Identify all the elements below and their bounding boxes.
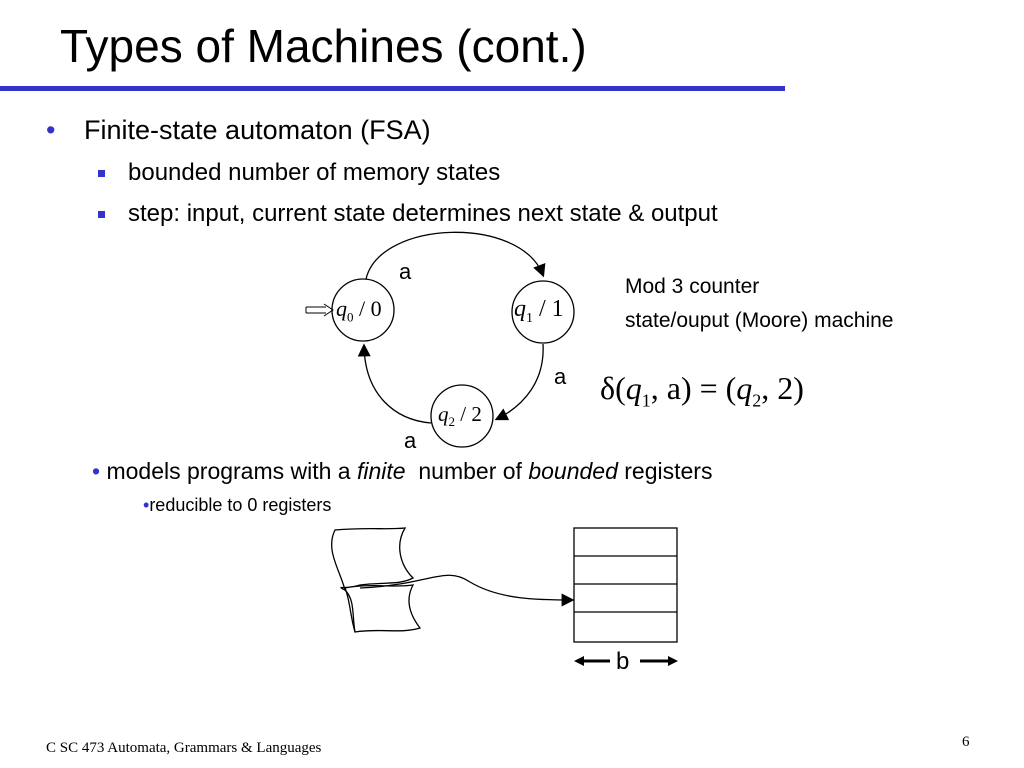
state-q0 [331, 278, 395, 342]
transition-label-q1-q2: a [554, 364, 567, 389]
bullet-fsa-text: Finite-state automaton (FSA) [84, 115, 431, 145]
bullet-dot-icon: • [143, 495, 150, 515]
start-arrow [305, 306, 326, 314]
transition-label-q0-q1: a [399, 259, 412, 284]
state-q0-label: q0 / 0 [336, 296, 382, 325]
transition-label-q2-q0: a [404, 428, 417, 453]
slide-title: Types of Machines (cont.) [60, 20, 587, 72]
tape-bottom-icon [344, 584, 422, 633]
transition-q0-q1 [365, 231, 546, 280]
register-stack [573, 527, 678, 643]
state-q2 [430, 384, 494, 448]
tape-top-icon [331, 527, 415, 592]
head-arrow [359, 574, 575, 607]
bullet-models: • models programs with a finite number o… [92, 458, 713, 484]
bullet-dot-icon: • [92, 458, 107, 484]
square-bullet-icon [98, 170, 105, 177]
bullet-fsa: • Finite-state automaton (FSA) [46, 114, 431, 146]
footer-course: C SC 473 Automata, Grammars & Languages [46, 740, 322, 756]
sub-bullet-step-text: step: input, current state determines ne… [128, 200, 718, 227]
title-rule [0, 86, 785, 91]
transition-q2-q0 [357, 343, 432, 424]
transition-formula: δ(q1, a) = (q2, 2) [600, 370, 804, 411]
page-number: 6 [962, 734, 970, 750]
state-q1-label: q1 / 1 [514, 296, 564, 326]
sub-bullet-memory-text: bounded number of memory states [128, 159, 501, 186]
bullet-dot-icon: • [46, 115, 56, 145]
start-arrow-head-icon [323, 303, 334, 317]
transition-q1-q2 [494, 343, 544, 421]
diagram-caption-title: Mod 3 counter [625, 275, 760, 298]
sub-bullet-reducible: •reducible to 0 registers [143, 495, 332, 515]
state-q2-label: q2 / 2 [438, 402, 482, 430]
register-width-label: b [616, 648, 630, 675]
state-q1 [511, 280, 575, 344]
diagram-caption-subtitle: state/ouput (Moore) machine [625, 309, 894, 332]
square-bullet-icon [98, 211, 105, 218]
